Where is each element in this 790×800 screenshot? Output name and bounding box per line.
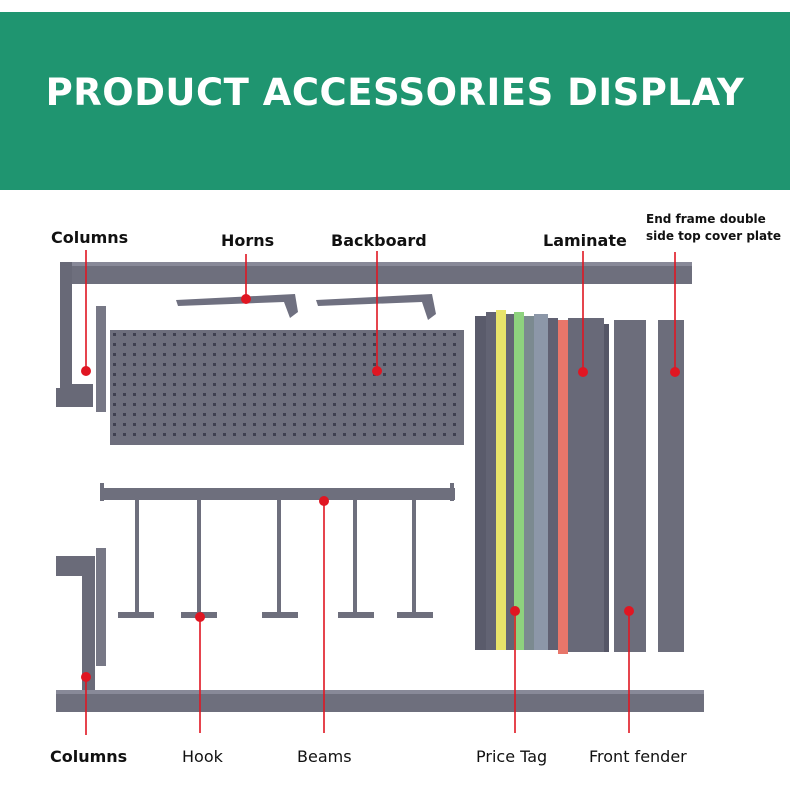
hook (118, 500, 154, 618)
horns (176, 294, 436, 320)
label-end-frame-line1: End frame double (646, 212, 766, 226)
label-end-frame-line2: side top cover plate (646, 229, 781, 243)
label-columns-bottom: Columns (50, 747, 128, 766)
hook (397, 500, 433, 618)
label-end-frame: End frame double side top cover plate (646, 211, 781, 245)
header-banner: PRODUCT ACCESSORIES DISPLAY (0, 12, 790, 190)
top-strip (0, 0, 790, 12)
end-frame-cover-plate (658, 320, 684, 652)
column-bottom (56, 548, 704, 712)
backboard (110, 330, 464, 445)
label-columns-top: Columns (51, 228, 129, 247)
front-fender (614, 320, 646, 652)
laminates (475, 310, 609, 654)
label-front-fender: Front fender (589, 747, 687, 766)
label-laminate: Laminate (543, 231, 627, 250)
page-title: PRODUCT ACCESSORIES DISPLAY (45, 70, 745, 114)
label-price-tag: Price Tag (476, 747, 548, 766)
column-top (56, 262, 692, 412)
label-horns: Horns (221, 231, 275, 250)
hook (262, 500, 298, 618)
pointers (81, 250, 680, 735)
hook (338, 500, 374, 618)
beam-with-hooks (100, 483, 455, 618)
label-hook: Hook (182, 747, 223, 766)
hook (181, 500, 217, 618)
label-beams: Beams (297, 747, 352, 766)
label-backboard: Backboard (331, 231, 427, 250)
